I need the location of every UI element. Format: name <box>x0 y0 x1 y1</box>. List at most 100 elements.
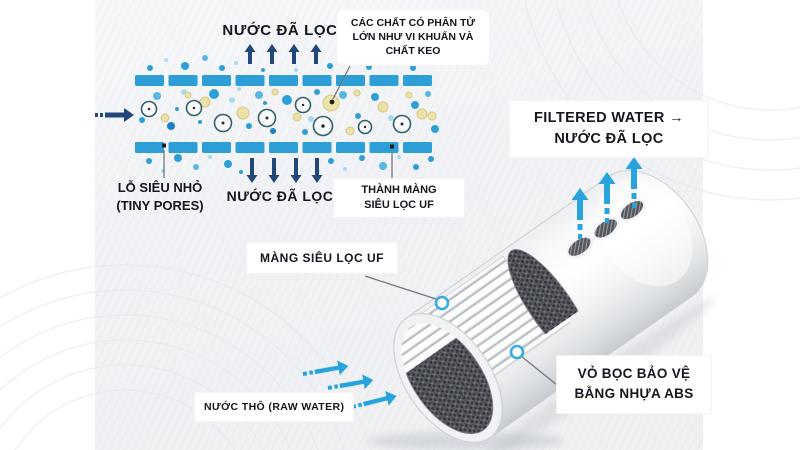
filtered-line-1: FILTERED WATER → <box>533 110 685 126</box>
colloid-particle <box>292 112 302 122</box>
arrow-dash <box>357 402 363 408</box>
raw-water-arrow <box>314 360 349 376</box>
raw-arrow-group <box>351 391 397 409</box>
up-arrows <box>244 44 322 64</box>
arrow-dash <box>631 193 637 199</box>
water-particle <box>139 117 145 123</box>
particles-mid <box>139 87 439 137</box>
label-tiny-pores: LỖ SIÊU NHỎ (TINY PORES) <box>98 179 222 214</box>
outlet-arrow <box>571 188 589 220</box>
colloid-particle <box>353 89 361 97</box>
water-particle <box>328 158 334 164</box>
flow-arrow <box>310 44 322 64</box>
raw-water-arrows <box>302 360 397 409</box>
microbe-core <box>221 121 225 125</box>
water-particle <box>388 115 394 121</box>
water-particle <box>397 155 401 159</box>
water-particle <box>224 160 232 168</box>
arrow-dash <box>578 234 582 239</box>
callout-line-1: CÁC CHẤT CÓ PHÂN TỬ <box>350 17 476 29</box>
water-particle <box>425 91 431 97</box>
label-abs-shell: VỎ BỌC BẢO VỆ BẰNG NHỰA ABS <box>556 355 712 414</box>
membrane-dash <box>202 75 231 86</box>
raw-water-arrow <box>363 391 397 407</box>
leader-dots <box>162 99 394 149</box>
membrane-dash <box>302 142 332 153</box>
label-filtered-water-top: NƯỚC ĐÃ LỌC <box>222 22 338 39</box>
filtered-line-2: NƯỚC ĐÃ LỌC <box>554 131 664 148</box>
colloid-particle <box>184 91 192 99</box>
contaminant-point <box>329 99 335 105</box>
membrane-dash <box>369 75 399 86</box>
outlet-arrow <box>598 172 616 204</box>
marker-shell <box>509 344 525 360</box>
label-filtered-water-bottom: NƯỚC ĐÃ LỌC <box>226 188 334 204</box>
flow-arrow <box>290 158 302 183</box>
colloid-particle <box>345 126 355 136</box>
water-particle <box>359 155 365 161</box>
microbe-core <box>192 106 196 110</box>
water-particle <box>261 68 265 72</box>
label-raw-water: NƯỚC THÔ (RAW WATER) <box>194 392 355 423</box>
outlet-hole <box>565 235 594 259</box>
water-particle <box>371 93 379 101</box>
arrow-dash <box>577 224 583 230</box>
down-arrows <box>246 158 323 183</box>
abs-line-1: VỎ BỌC BẢO VỆ <box>577 366 691 381</box>
membrane-dash <box>269 75 298 86</box>
flow-arrow <box>246 158 258 183</box>
pores-line-1: LỖ SIÊU NHỎ <box>117 180 203 195</box>
leader-uf-membrane <box>364 275 437 300</box>
colloid-particle <box>416 108 428 120</box>
membrane-dash <box>302 75 332 86</box>
colloid-particle <box>427 111 437 121</box>
outlet-arrows <box>571 157 643 239</box>
callout-line-3: CHẤT KEO <box>385 45 441 58</box>
water-particle <box>175 107 179 111</box>
colloid-particle <box>199 96 211 108</box>
microbe-core <box>400 122 404 126</box>
callout-large-molecules: CÁC CHẤT CÓ PHÂN TỬ LỚN NHƯ VI KHUẨN VÀ … <box>336 9 490 66</box>
membrane-dash <box>168 142 198 153</box>
wall-line-1: THÀNH MÀNG <box>361 184 437 196</box>
membrane-dash <box>135 142 164 153</box>
membrane-dash <box>235 75 265 86</box>
filter-cartridge <box>393 170 709 444</box>
membrane-dash <box>336 142 365 153</box>
water-particle <box>431 125 439 133</box>
water-particle <box>219 65 225 71</box>
colloid-particle <box>271 88 279 96</box>
water-particle <box>308 116 314 122</box>
flow-arrow <box>288 44 300 64</box>
arrow-dash <box>605 218 609 223</box>
membrane-dash <box>269 142 298 153</box>
label-uf-membrane: MÀNG SIÊU LỌC UF <box>246 242 398 275</box>
water-particle <box>208 155 212 159</box>
water-particle <box>181 62 189 70</box>
microbe-core <box>265 116 269 120</box>
water-particle <box>153 92 161 100</box>
flow-arrow <box>244 44 256 64</box>
arrow-dash <box>309 370 314 375</box>
particles-bottom <box>146 154 434 174</box>
arrow-dash <box>95 113 98 117</box>
raw-water-arrow <box>339 374 374 390</box>
arrow-dash <box>327 385 333 390</box>
water-particle <box>246 123 252 129</box>
label-filtered-water-outlet: FILTERED WATER → NƯỚC ĐÃ LỌC <box>509 100 709 159</box>
callout-markers <box>434 295 525 360</box>
membrane-dash <box>403 75 432 86</box>
outlet-arrow <box>625 157 643 189</box>
water-particle <box>146 158 152 164</box>
water-particle <box>339 91 347 99</box>
water-particle <box>167 122 175 130</box>
raw-inlet-arrow <box>105 108 134 122</box>
membrane-dash <box>202 142 231 153</box>
water-particle <box>302 129 308 135</box>
water-particle <box>229 97 235 103</box>
water-particle <box>411 101 419 109</box>
cap-highlight <box>596 179 693 287</box>
water-particle <box>147 65 153 71</box>
water-particle <box>428 156 434 162</box>
